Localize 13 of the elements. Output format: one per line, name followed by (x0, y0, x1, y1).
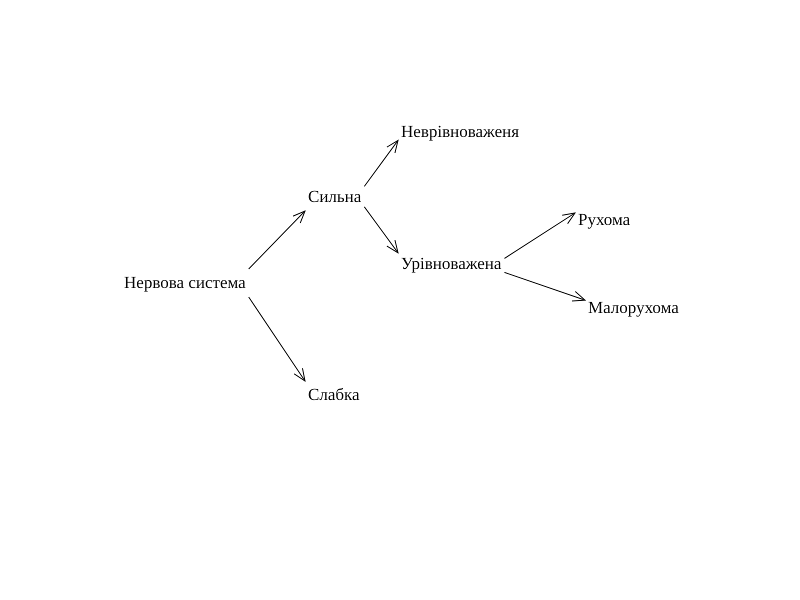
arrow (504, 272, 586, 302)
tree-node-label: Слабка (305, 381, 363, 409)
arrow (248, 296, 306, 382)
tree-node-label: Сильна (305, 183, 364, 211)
tree-node-label: Урівноважена (398, 250, 504, 278)
tree-node-label: Неврівноваженя (398, 118, 522, 146)
arrow (248, 210, 306, 270)
tree-node-label: Малорухома (585, 294, 682, 322)
arrow (504, 212, 576, 259)
tree-node-label: Рухома (575, 206, 634, 234)
arrow (364, 140, 398, 187)
tree-node-label: Нервова система (121, 269, 249, 297)
arrow (364, 206, 398, 254)
